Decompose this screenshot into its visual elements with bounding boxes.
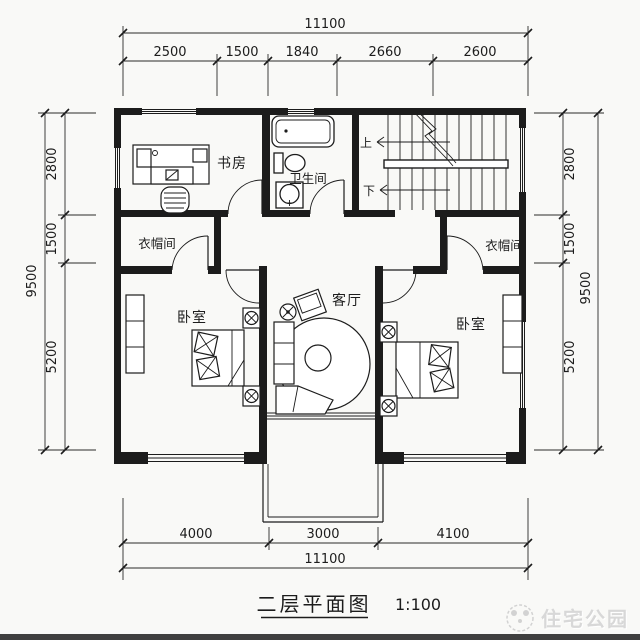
dim-left-seg-2: 5200 — [45, 340, 60, 373]
toilet — [273, 152, 306, 174]
window-study-left — [115, 148, 120, 188]
dim-bottom-seg-2: 4100 — [436, 527, 469, 542]
nightstand — [379, 321, 398, 343]
panda-logo-icon — [506, 604, 534, 632]
dim-right-seg-0: 2800 — [563, 147, 578, 180]
stair-up-label: 上 — [360, 136, 372, 150]
plant — [279, 303, 297, 321]
dimensions-bottom: 4000 3000 4100 11100 — [118, 498, 533, 580]
stair-landing-rail — [383, 159, 509, 169]
window-bedroom-right-bottom — [404, 454, 506, 462]
pillow — [193, 331, 219, 357]
bed-right — [395, 341, 459, 399]
drawing-title: 二层平面图 — [257, 592, 372, 616]
dim-top-seg-2: 1840 — [285, 45, 318, 60]
nightstand — [242, 307, 261, 329]
room-label-bedroom-left: 卧室 — [177, 309, 207, 326]
dimensions-top: 11100 2500 1500 1840 2660 2600 — [118, 17, 533, 96]
bedroom-left-furniture — [125, 294, 261, 407]
watermark-brand: 住宅公园 — [541, 607, 629, 631]
stair-up-arrow — [376, 136, 450, 148]
window-study-top — [142, 109, 196, 114]
dim-top-seg-3: 2660 — [368, 45, 401, 60]
armchair — [292, 288, 328, 322]
living-room-furniture — [273, 288, 371, 415]
dim-right-seg-1: 1500 — [563, 222, 578, 255]
walls — [114, 108, 526, 464]
dim-right-total: 9500 — [579, 271, 594, 304]
watermark: 住宅公园 住宅公园 — [506, 604, 630, 632]
pillow — [429, 367, 455, 393]
door-study — [227, 179, 263, 215]
stair-down-label: 下 — [363, 184, 375, 198]
dim-left-seg-0: 2800 — [45, 147, 60, 180]
bedroom-right-furniture — [379, 294, 523, 417]
room-label-study: 书房 — [217, 156, 247, 172]
door-bedroom-left — [225, 269, 260, 304]
door-closet-right — [446, 235, 484, 271]
dim-top-seg-1: 1500 — [225, 45, 258, 60]
nightstand — [242, 385, 261, 407]
room-label-closet-right: 衣帽间 — [485, 238, 523, 253]
window-bathroom-top — [288, 109, 314, 114]
nightstand — [379, 395, 398, 417]
dim-top-total: 11100 — [304, 17, 345, 32]
sofa — [273, 321, 334, 415]
window-stair-right — [520, 128, 525, 192]
dim-left-seg-1: 1500 — [45, 222, 60, 255]
watermark-brand-shadow: 住宅公园 — [542, 608, 630, 632]
room-label-closet-left: 衣帽间 — [138, 236, 176, 251]
drawing-scale: 1:100 — [395, 595, 441, 614]
bathtub — [271, 115, 335, 148]
window-bedroom-left-bottom — [148, 454, 244, 462]
staircase: 上 下 — [360, 109, 509, 210]
study-furniture — [132, 144, 210, 214]
room-label-bathroom: 卫生间 — [289, 171, 327, 186]
dim-bottom-seg-1: 3000 — [306, 527, 339, 542]
door-bedroom-right — [382, 269, 417, 304]
stair-break-line — [411, 109, 457, 167]
dim-right-seg-2: 5200 — [563, 340, 578, 373]
desk-chair — [160, 186, 190, 214]
dimensions-right: 2800 1500 5200 9500 — [534, 108, 604, 455]
stair-down-arrow — [379, 184, 450, 196]
room-label-living: 客厅 — [332, 292, 362, 309]
room-labels: 书房 卫生间 衣帽间 衣帽间 客厅 卧室 卧室 — [138, 156, 523, 333]
dim-top-seg-4: 2600 — [463, 45, 496, 60]
title-block: 二层平面图 1:100 — [257, 592, 441, 619]
door-bathroom — [309, 179, 345, 215]
dim-top-seg-0: 2500 — [153, 45, 186, 60]
room-label-bedroom-right: 卧室 — [456, 316, 486, 333]
pillow — [195, 355, 221, 381]
wardrobe-right — [502, 294, 523, 374]
desk — [132, 144, 210, 185]
doors — [171, 179, 484, 304]
washbasin — [275, 181, 304, 209]
bed-left — [191, 329, 245, 387]
stair-treads — [387, 115, 507, 210]
dimensions-left: 2800 1500 5200 9500 — [25, 108, 96, 455]
dim-bottom-total: 11100 — [304, 552, 345, 567]
dim-left-total: 9500 — [25, 264, 40, 297]
dim-bottom-seg-0: 4000 — [179, 527, 212, 542]
balcony — [262, 464, 384, 523]
bathroom-fixtures — [271, 115, 335, 209]
wardrobe-left — [125, 294, 145, 374]
pillow — [428, 344, 452, 368]
door-closet-left — [171, 235, 209, 271]
bottom-border — [0, 634, 640, 640]
